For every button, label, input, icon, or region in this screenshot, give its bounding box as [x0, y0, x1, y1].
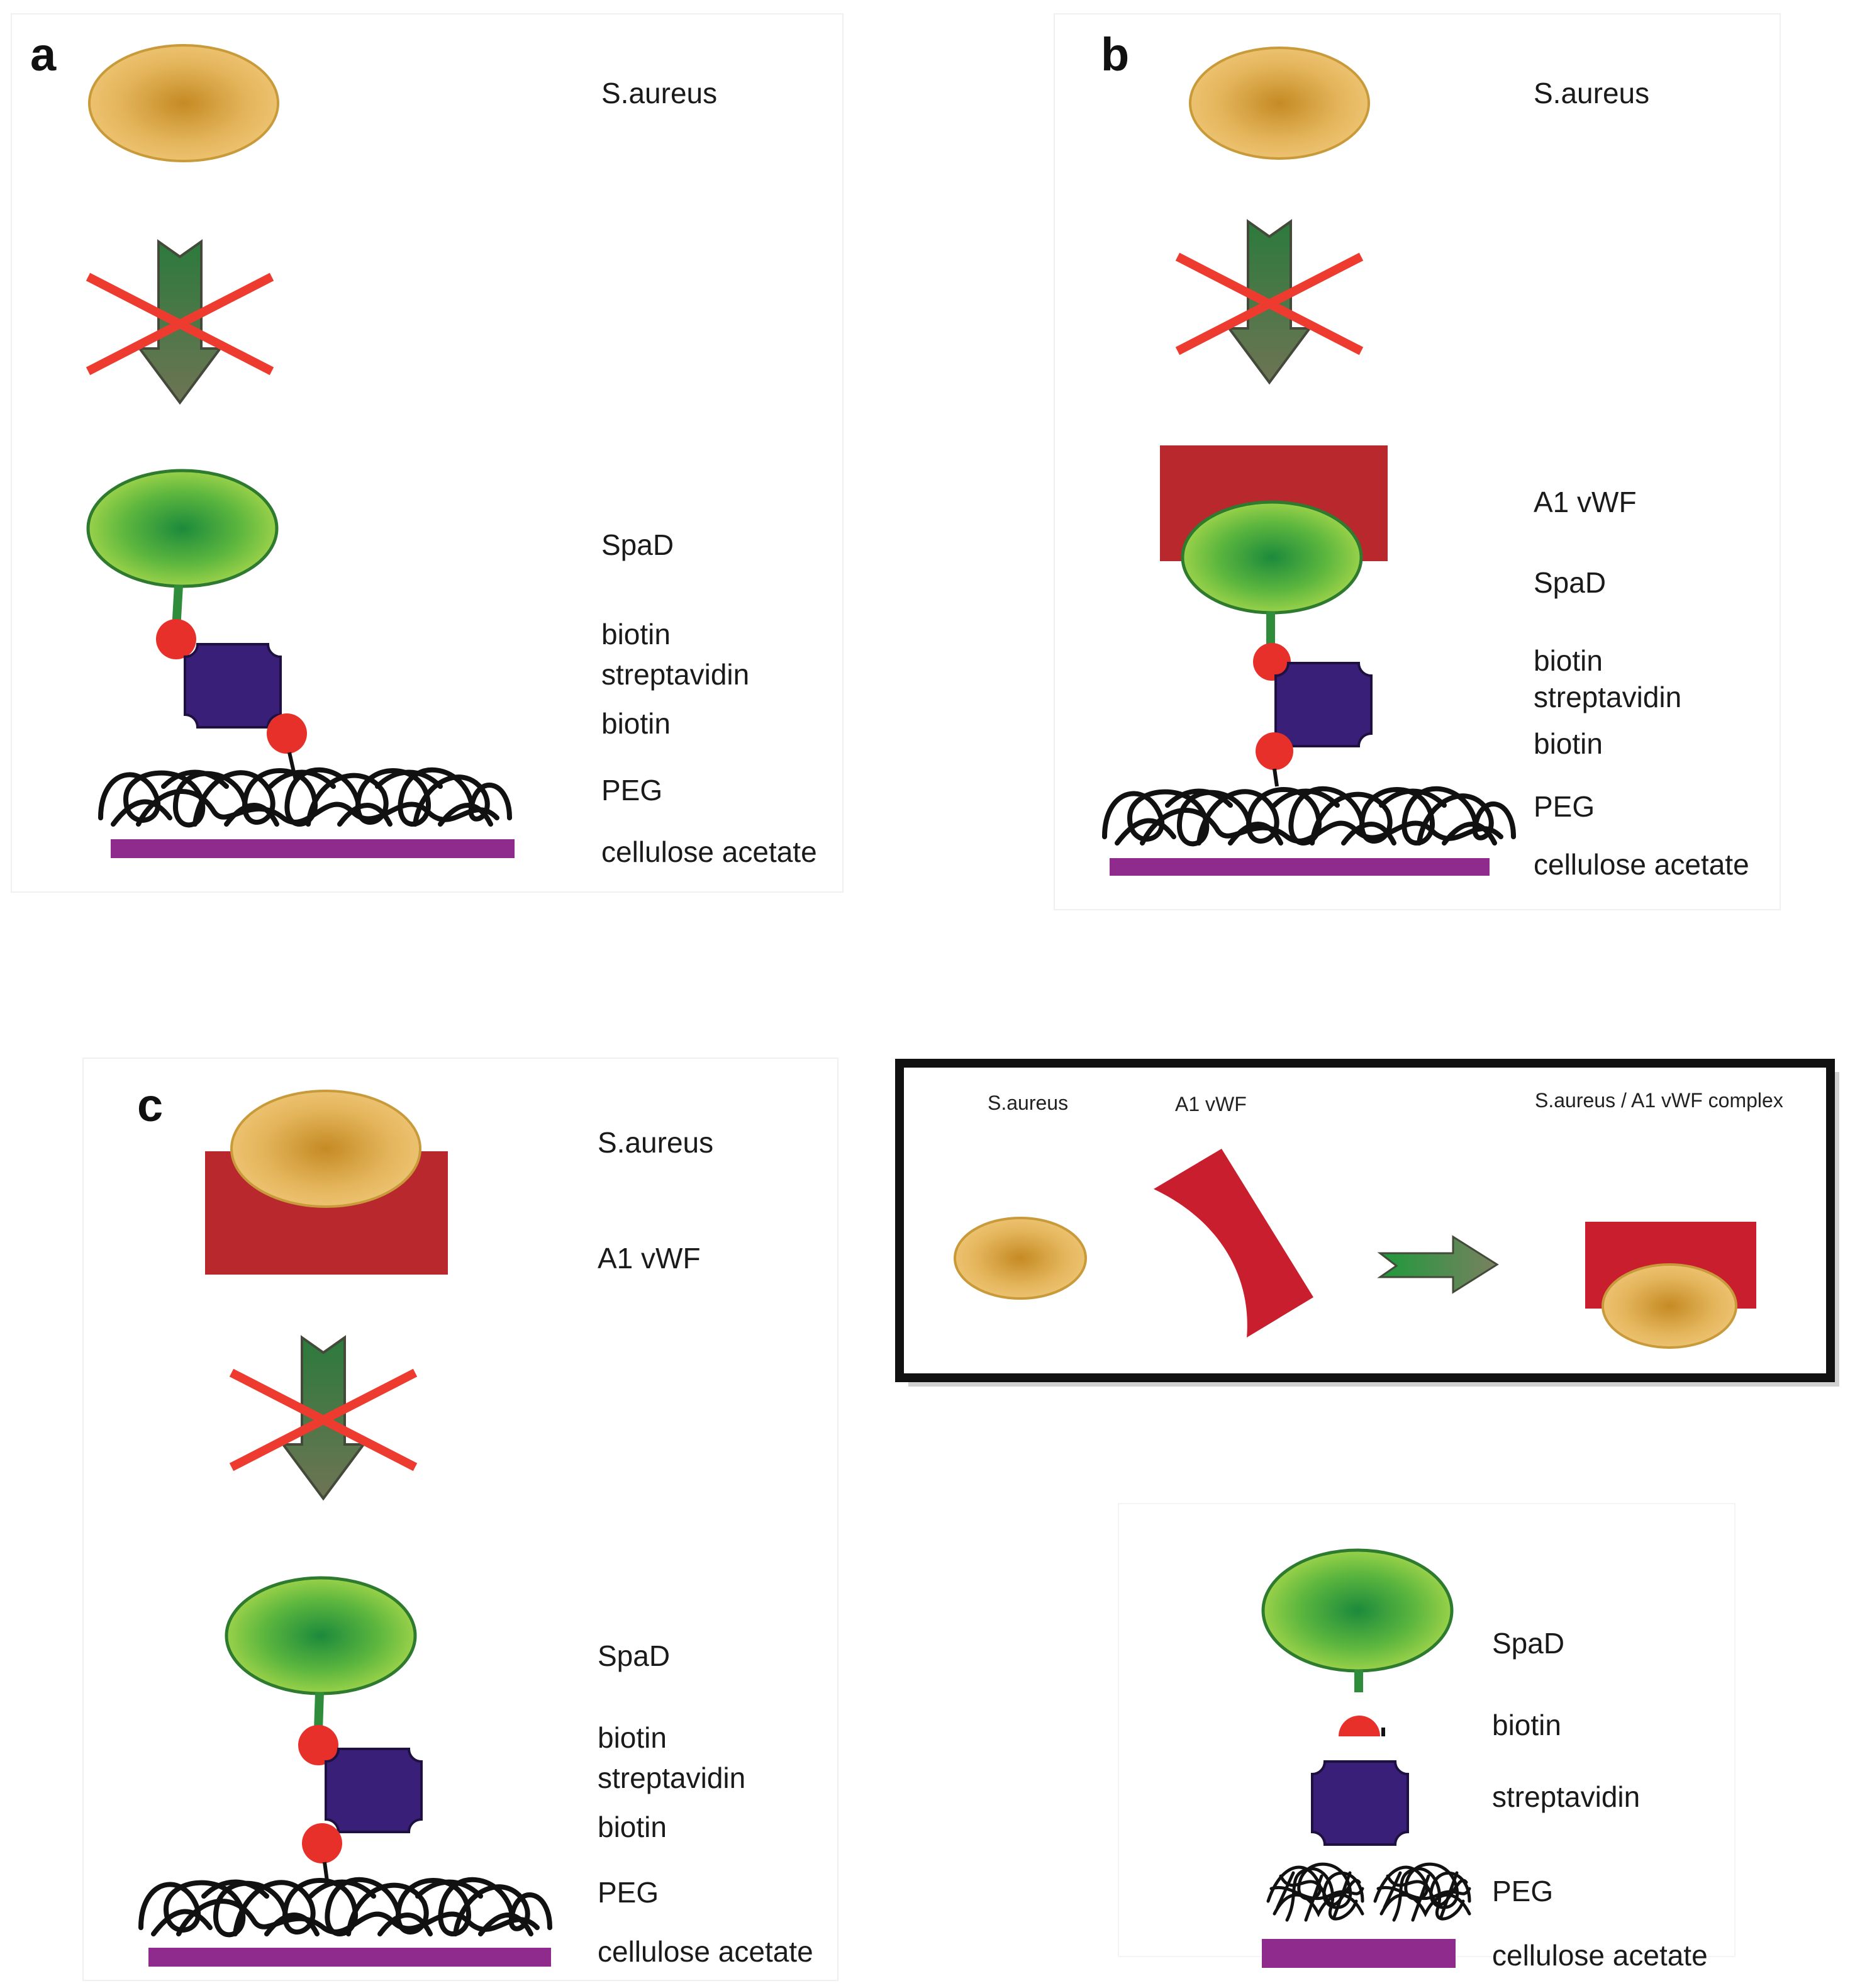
label-peg: PEG	[1492, 1875, 1553, 1907]
peg-linker	[323, 1862, 329, 1882]
label-saureus: S.aureus	[1534, 77, 1649, 109]
biotin-bottom-dot	[302, 1823, 342, 1863]
biotin-top-dot	[1253, 643, 1291, 681]
spad-ellipse	[1261, 1548, 1454, 1673]
spad-ellipse	[86, 469, 279, 588]
legend-box: S.aureus A1 vWF S.aureus / A1 vWF comple…	[895, 1059, 1839, 1387]
label-streptavidin: streptavidin	[601, 658, 749, 691]
label-a1vwf: A1 vWF	[1534, 486, 1637, 518]
label-biotin-bottom: biotin	[601, 707, 671, 740]
streptavidin-shape	[1274, 662, 1373, 747]
cellulose-bar	[148, 1948, 551, 1967]
saureus-ellipse	[88, 44, 279, 162]
panel-letter: c	[137, 1079, 163, 1131]
label-spad: SpaD	[601, 528, 674, 561]
peg-linker	[1273, 768, 1279, 787]
legend-label-complex: S.aureus / A1 vWF complex	[1535, 1089, 1783, 1112]
label-biotin-bottom: biotin	[1534, 727, 1603, 760]
label-cellulose: cellulose acetate	[601, 835, 817, 868]
panel-a: a S.aureus SpaD biotin streptavidin biot…	[11, 13, 844, 893]
streptavidin-shape	[184, 643, 282, 729]
biotin-bottom-dot	[1256, 732, 1293, 770]
streptavidin-shape	[325, 1748, 423, 1833]
label-cellulose: cellulose acetate	[1534, 848, 1749, 881]
panel-b: b S.aureus A1 vWF SpaD biotin streptavid…	[1054, 13, 1781, 910]
panel-letter: a	[30, 28, 57, 81]
cellulose-bar	[1262, 1939, 1456, 1968]
biotin-dot	[1339, 1716, 1380, 1736]
binding-arrow-icon	[1377, 1235, 1499, 1294]
biotin-top-dot	[298, 1725, 338, 1765]
legend-label-a1vwf: A1 vWF	[1175, 1093, 1247, 1115]
legend-label-saureus: S.aureus	[988, 1092, 1068, 1114]
complex-saureus-ellipse	[1602, 1263, 1737, 1349]
biotin-top-dot	[156, 619, 196, 659]
saureus-ellipse	[1189, 47, 1370, 160]
label-saureus: S.aureus	[598, 1126, 713, 1159]
spad-ellipse	[225, 1576, 417, 1695]
label-a1vwf: A1 vWF	[598, 1242, 701, 1275]
label-spad: SpaD	[1534, 566, 1606, 599]
legend-a1vwf-shape	[1154, 1149, 1313, 1337]
streptavidin-shape	[1311, 1760, 1409, 1846]
label-peg: PEG	[1534, 790, 1595, 823]
label-peg: PEG	[601, 774, 662, 807]
label-cellulose: cellulose acetate	[598, 1935, 813, 1968]
label-biotin-top: biotin	[1534, 644, 1603, 677]
biotin-bottom-dot	[267, 713, 307, 754]
label-saureus: S.aureus	[601, 77, 717, 109]
label-cellulose: cellulose acetate	[1492, 1939, 1708, 1972]
label-peg: PEG	[598, 1876, 659, 1909]
label-spad: SpaD	[598, 1639, 670, 1672]
label-biotin-bottom: biotin	[598, 1811, 667, 1843]
surface-stack: SpaD biotin streptavidin PEG cellulose a…	[1118, 1503, 1736, 1972]
saureus-ellipse	[230, 1090, 421, 1208]
spad-linker	[314, 1692, 324, 1731]
spad-ellipse	[1181, 500, 1363, 615]
label-streptavidin: streptavidin	[1534, 681, 1681, 713]
cellulose-bar	[1110, 858, 1490, 876]
panel-c: c S.aureus A1 vWF SpaD biotin streptavid…	[82, 1058, 838, 1981]
panel-letter: b	[1101, 28, 1129, 81]
label-biotin-top: biotin	[598, 1721, 667, 1754]
cellulose-bar	[111, 839, 515, 858]
legend-saureus-ellipse	[954, 1217, 1087, 1300]
biotin-notch	[1381, 1728, 1385, 1736]
label-streptavidin: streptavidin	[1492, 1780, 1640, 1813]
label-streptavidin: streptavidin	[598, 1762, 745, 1794]
label-spad: SpaD	[1492, 1627, 1564, 1660]
label-biotin: biotin	[1492, 1709, 1561, 1741]
label-biotin-top: biotin	[601, 618, 671, 651]
